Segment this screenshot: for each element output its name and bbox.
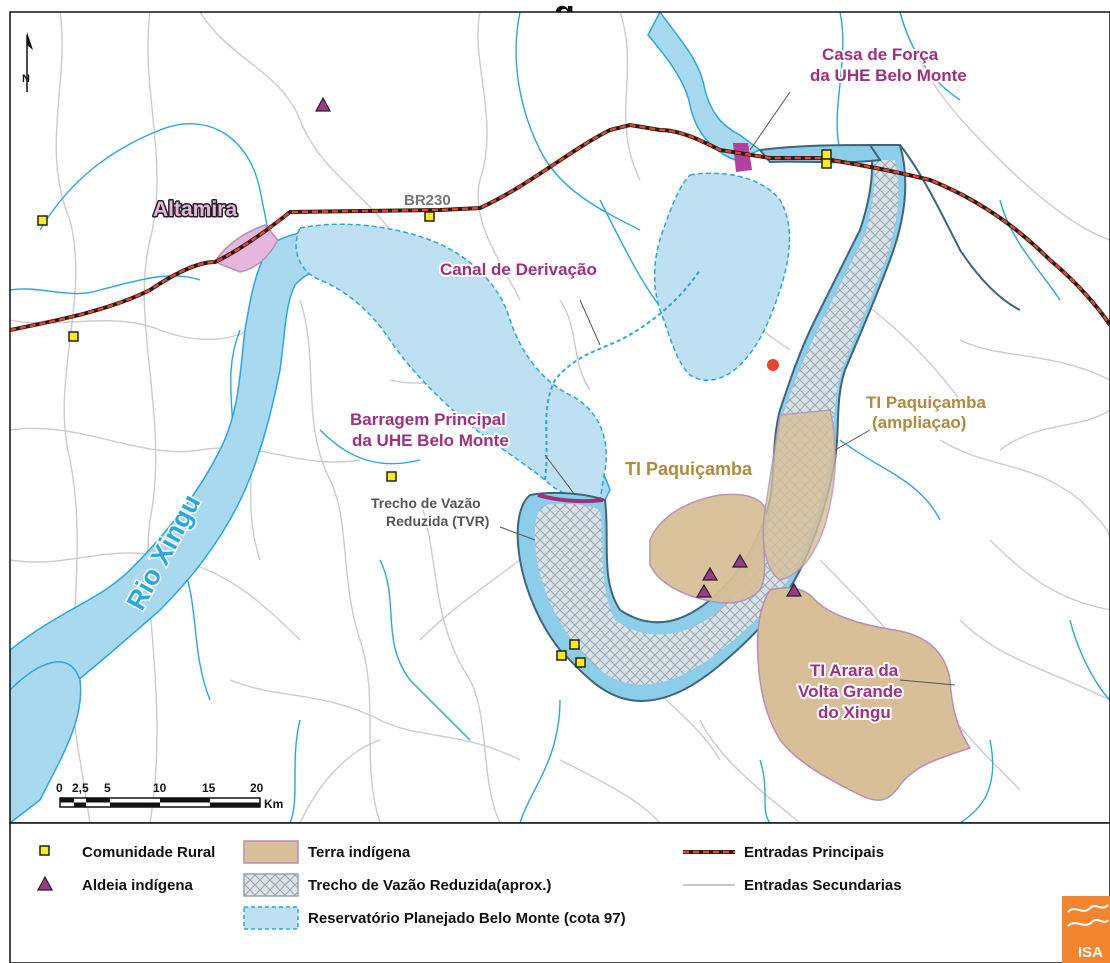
legend-reservatorio: Reservatório Planejado Belo Monte (cota … xyxy=(308,910,626,927)
label-barragem-1: Barragem Principal xyxy=(350,410,506,429)
label-arara-2: Volta Grande xyxy=(798,682,903,701)
river-east-outflow xyxy=(899,144,1021,311)
scale-tick-4: 15 xyxy=(202,781,216,795)
label-paquicamba-amp-1: TI Paquiçamba xyxy=(866,393,987,412)
label-altamira: Altamira xyxy=(153,198,237,221)
br230-road xyxy=(10,123,1110,332)
scale-tick-3: 10 xyxy=(153,781,167,795)
legend-aldeia: Aldeia indígena xyxy=(82,877,194,894)
label-tvr-2: Reduzida (TVR) xyxy=(386,513,489,529)
altamira-area xyxy=(213,224,279,273)
legend: Comunidade Rural Aldeia indígena Terra i… xyxy=(9,822,1110,963)
label-br230: BR230 xyxy=(404,192,451,209)
reservoir-north xyxy=(653,172,791,381)
legend-symbol-comunidade xyxy=(39,845,50,856)
rural-communities xyxy=(37,149,832,668)
indigenous-villages xyxy=(314,96,803,598)
label-paquicamba: TI Paquiçamba xyxy=(625,459,753,479)
legend-terra: Terra indígena xyxy=(308,844,411,861)
ti-paquicamba-area xyxy=(649,493,767,604)
barragem-principal-dam xyxy=(537,493,604,504)
orange-point xyxy=(767,359,779,371)
legend-frame xyxy=(9,822,1110,963)
north-label: N xyxy=(22,73,30,85)
label-casa-forca-2: da UHE Belo Monte xyxy=(810,66,967,85)
legend-symbol-aldeia xyxy=(36,875,54,891)
north-arrow: N xyxy=(22,32,33,92)
label-paquicamba-amp-2: (ampliaçao) xyxy=(872,413,966,432)
label-arara-1: TI Arara da xyxy=(810,661,899,680)
ti-arara-area xyxy=(756,587,972,801)
scale-tick-2: 5 xyxy=(104,781,111,795)
legend-entradas-principais: Entradas Principais xyxy=(744,844,884,861)
ti-paquicamba-ampliacao-area xyxy=(762,409,837,581)
canal-derivacao xyxy=(544,269,701,481)
label-canal: Canal de Derivação xyxy=(440,260,597,279)
isa-logo-text: ISA xyxy=(1078,944,1103,961)
label-tvr-1: Trecho de Vazão xyxy=(371,495,481,511)
legend-comunidade: Comunidade Rural xyxy=(82,844,215,861)
legend-symbol-terra xyxy=(243,840,299,864)
scale-tick-0: 0 xyxy=(56,781,63,795)
leader-lines xyxy=(499,91,956,686)
casa-de-forca xyxy=(733,143,752,172)
scale-unit: Km xyxy=(264,797,283,811)
legend-symbol-reservatorio xyxy=(243,906,299,930)
legend-entradas-secundarias: Entradas Secundarias xyxy=(744,877,902,894)
legend-symbol-trecho xyxy=(243,873,299,897)
label-casa-forca-1: Casa de Força xyxy=(822,45,939,64)
label-arara-3: do Xingu xyxy=(818,703,891,722)
scale-tick-1: 2,5 xyxy=(72,781,89,795)
isa-logo: ISA xyxy=(1062,896,1110,963)
river-south-channel xyxy=(10,661,82,823)
legend-trecho: Trecho de Vazão Reduzida(aprox.) xyxy=(308,877,551,894)
scale-tick-5: 20 xyxy=(250,781,264,795)
scale-bar: 0 2,5 5 10 15 20 Km xyxy=(56,781,283,811)
label-barragem-2: da UHE Belo Monte xyxy=(352,431,509,450)
